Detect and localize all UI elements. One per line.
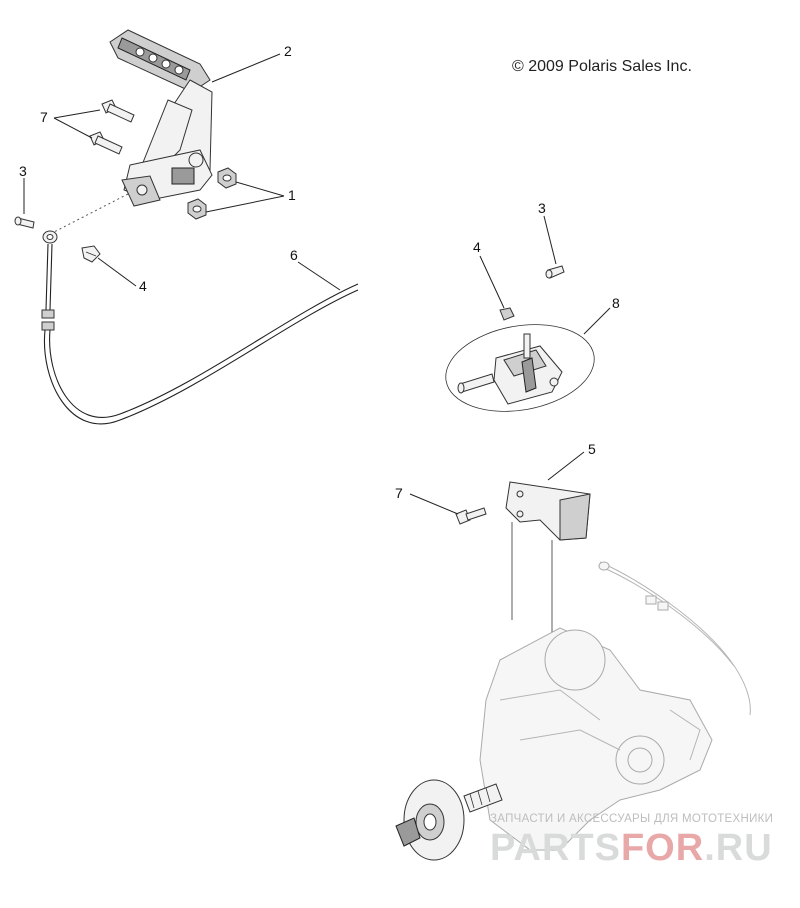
caliper-bracket-group (445, 324, 595, 412)
callout-7-left: 7 (40, 109, 48, 125)
callout-5: 5 (588, 441, 596, 457)
callout-3-left: 3 (19, 163, 27, 179)
nut-pair (187, 167, 237, 220)
pin-right (545, 265, 565, 279)
callout-8: 8 (612, 295, 620, 311)
callout-7-right: 7 (395, 485, 403, 501)
callout-4-left: 4 (139, 278, 147, 294)
callout-1: 1 (288, 187, 296, 203)
brake-cable (41, 193, 359, 425)
brake-lever-assembly (109, 29, 213, 207)
bolt-right (455, 507, 487, 525)
watermark-logo-main: PARTS (490, 827, 621, 869)
clip-left (81, 245, 101, 263)
mount-bracket (505, 481, 591, 636)
transmission-context (479, 561, 751, 851)
watermark-tagline: ЗАПЧАСТИ И АКСЕССУАРЫ ДЛЯ МОТОТЕХНИКИ (490, 813, 774, 825)
brake-disc (395, 779, 503, 861)
clip-right (499, 307, 515, 321)
callout-4-right: 4 (473, 239, 481, 255)
bolt-pair-left (89, 99, 135, 155)
callout-3-right: 3 (538, 200, 546, 216)
watermark-logo-accent: FOR (620, 827, 705, 869)
callout-2: 2 (284, 43, 292, 59)
callout-6: 6 (290, 247, 298, 263)
pin-left (14, 216, 35, 229)
copyright-notice: © 2009 Polaris Sales Inc. (512, 58, 692, 75)
watermark-logo: PARTSFOR.RU (490, 826, 773, 870)
watermark-logo-tail: .RU (704, 827, 773, 869)
